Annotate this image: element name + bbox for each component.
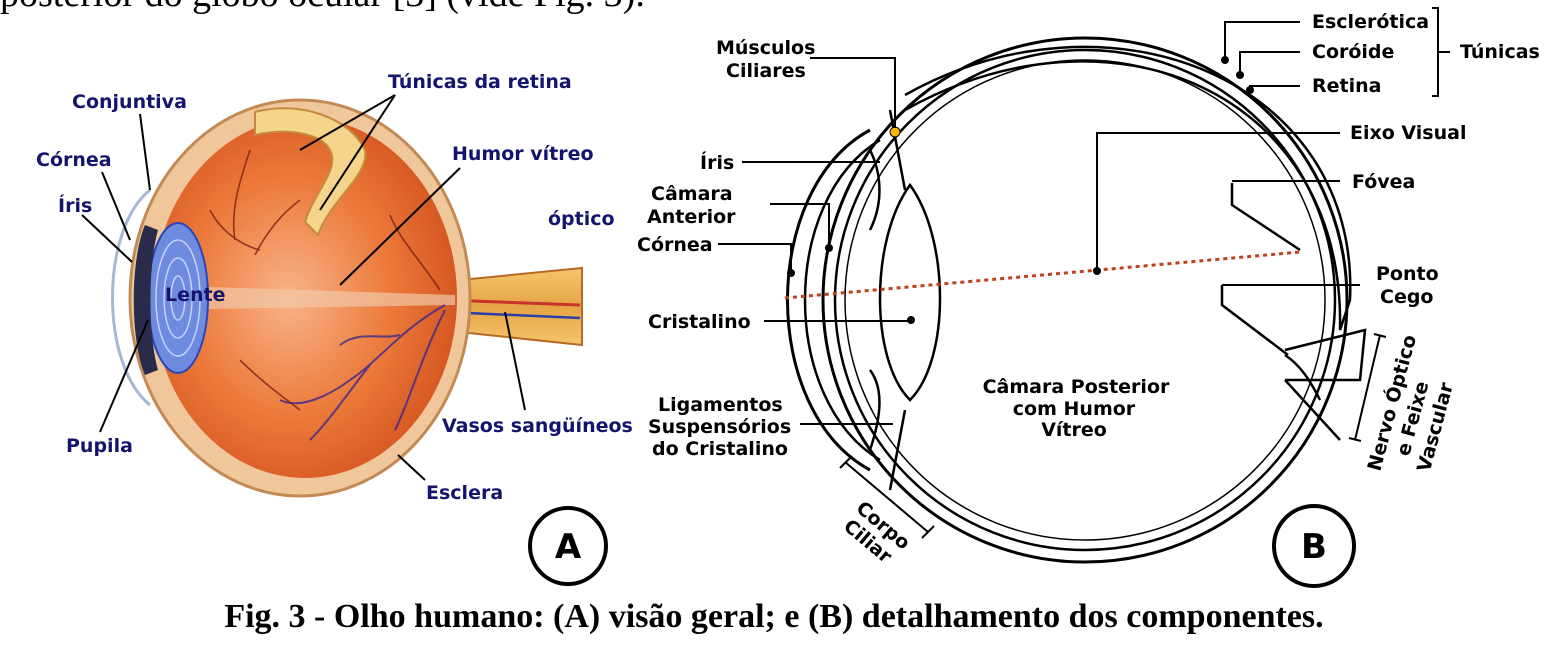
label-tunicas: Túnicas — [1460, 41, 1540, 63]
blood-vessels — [279, 304, 446, 441]
label-iris-a: Íris — [58, 194, 92, 217]
badge-a-letter: A — [555, 527, 582, 567]
badge-a-circle — [528, 506, 608, 586]
cornea-shape — [111, 188, 151, 407]
label-camara-post-1: Câmara Posterior — [983, 376, 1170, 398]
label-camara-ant-1: Câmara — [651, 183, 733, 205]
label-cristalino: Cristalino — [648, 311, 751, 333]
body-text-line: posterior do globo ocular [3] (vide Fig.… — [0, 0, 900, 16]
label-vasos: Vasos sangüíneos — [442, 415, 633, 437]
globe-inner — [844, 59, 1326, 541]
label-humor-vitreo: Humor vítreo — [452, 143, 594, 165]
label-optico: óptico — [548, 208, 615, 230]
label-camara-ant-2: Anterior — [647, 206, 736, 228]
label-camara-post-3: Vítreo — [1041, 419, 1107, 441]
label-iris-b: Íris — [700, 151, 734, 174]
globe-outer — [821, 36, 1349, 564]
label-coroide: Coróide — [1312, 41, 1394, 63]
label-musculos-1: Músculos — [716, 37, 815, 59]
label-retina: Retina — [1312, 75, 1381, 97]
label-fovea: Fóvea — [1352, 171, 1415, 193]
optic-nerve-b — [1284, 328, 1367, 382]
label-musculos-2: Ciliares — [726, 60, 806, 82]
label-tunicas-retina: Túnicas da retina — [388, 71, 572, 93]
label-esclerotica: Esclerótica — [1312, 11, 1429, 33]
label-ponto-2: Cego — [1380, 286, 1433, 308]
panel-b-illustration — [786, 36, 1367, 564]
label-cornea-a: Córnea — [36, 149, 112, 171]
label-cornea-b: Córnea — [637, 234, 713, 256]
figure-caption: Fig. 3 - Olho humano: (A) visão geral; e… — [224, 598, 1324, 635]
label-camara-post-2: com Humor — [1013, 398, 1136, 420]
panel-b-leaders — [718, 7, 1450, 539]
label-pupila: Pupila — [66, 435, 133, 457]
label-eixo-visual: Eixo Visual — [1350, 122, 1466, 144]
visual-axis-line — [784, 250, 1301, 300]
label-ponto-1: Ponto — [1376, 263, 1439, 285]
label-ligamentos-1: Ligamentos — [658, 394, 783, 416]
cristalino-shape — [878, 182, 942, 402]
label-lente: Lente — [165, 284, 226, 306]
retina-layer-flap — [254, 107, 367, 237]
ciliary-muscle-dot — [889, 126, 901, 138]
label-ligamentos-3: do Cristalino — [652, 438, 788, 460]
label-esclera: Esclera — [426, 482, 503, 504]
panel-a-leaders — [81, 94, 526, 481]
badge-b-letter: B — [1301, 527, 1327, 567]
label-conjuntiva: Conjuntiva — [72, 91, 187, 113]
cornea-b-shape — [786, 128, 871, 472]
label-ligamentos-2: Suspensórios — [648, 416, 791, 438]
badge-b-circle — [1272, 504, 1356, 588]
panel-a-illustration — [111, 98, 583, 498]
globe-middle — [833, 48, 1337, 552]
